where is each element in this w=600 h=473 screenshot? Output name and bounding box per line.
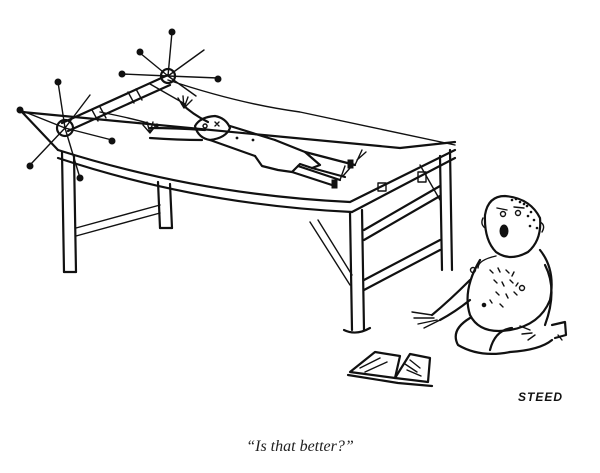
open-book bbox=[346, 350, 434, 388]
windlass bbox=[16, 28, 456, 182]
torture-rack bbox=[20, 110, 457, 334]
cartoon-illustration bbox=[16, 28, 568, 388]
cartoon-caption: “Is that better?” bbox=[246, 438, 354, 455]
stretched-man bbox=[142, 95, 367, 189]
kneeling-man bbox=[411, 194, 568, 355]
artist-signature: STEED bbox=[518, 390, 564, 404]
